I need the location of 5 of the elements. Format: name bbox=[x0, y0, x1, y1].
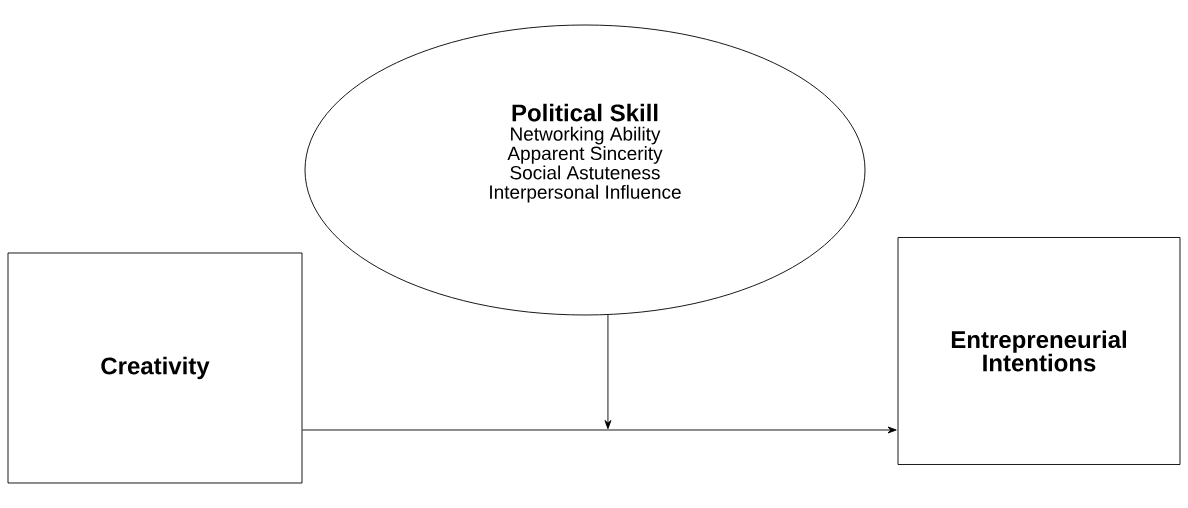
process-box: Creativity bbox=[7, 252, 303, 484]
process-box: Entrepreneurial Intentions bbox=[897, 237, 1181, 465]
ellipse-node: Political Skill Networking Ability Apparent Sincerity Social Astuteness Interpersonal Influence bbox=[304, 24, 866, 316]
arrow bbox=[302, 426, 897, 434]
arrow bbox=[604, 314, 612, 430]
